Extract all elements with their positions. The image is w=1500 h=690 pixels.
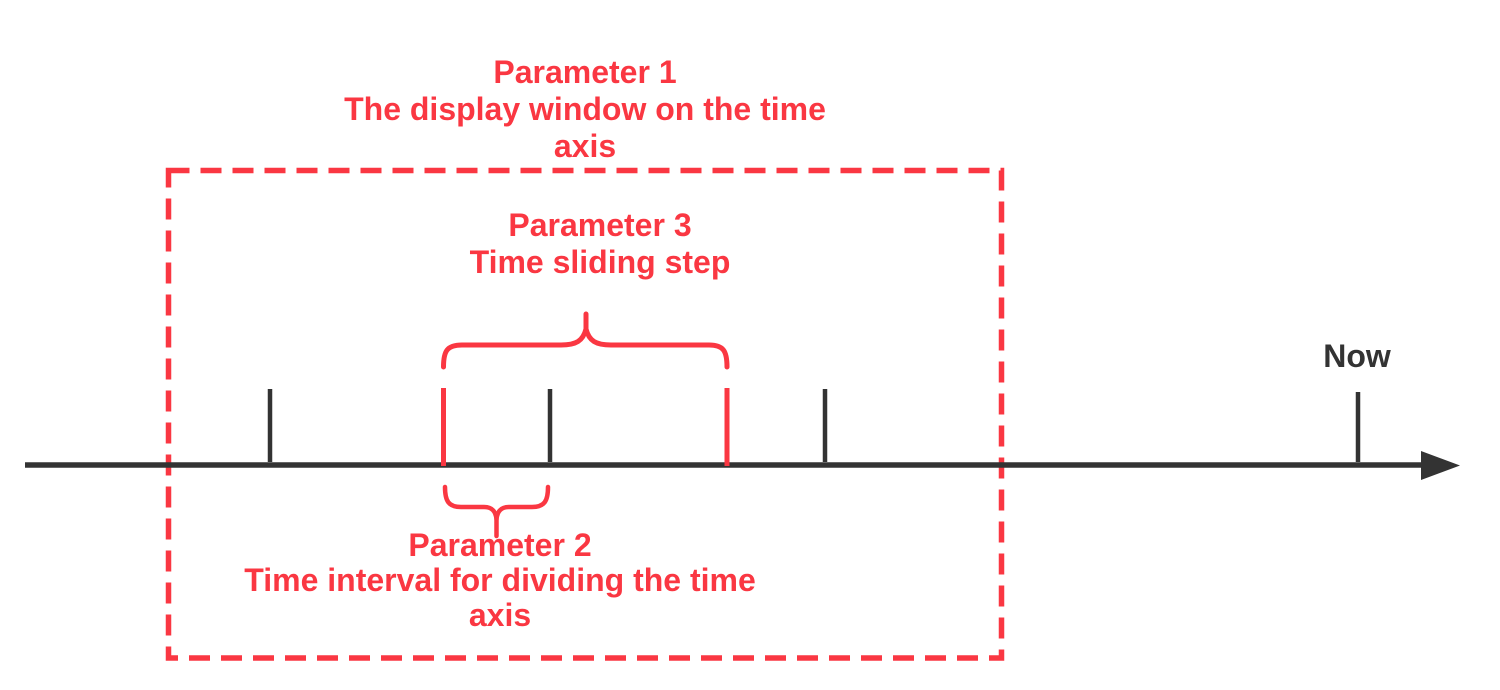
param2-brace — [442, 484, 551, 539]
param2-label-line2: Time interval for dividing the time — [244, 562, 756, 598]
param2-label: Parameter 2 Time interval for dividing t… — [150, 528, 850, 633]
param3-label-line2: Time sliding step — [469, 244, 731, 280]
now-label: Now — [1323, 338, 1391, 374]
param2-label-line1: Parameter 2 — [408, 527, 592, 563]
param2-label-line3: axis — [468, 597, 532, 633]
param3-brace — [441, 311, 730, 370]
param3-brace-curve — [441, 328, 730, 370]
param1-label: Parameter 1 The display window on the ti… — [235, 54, 935, 165]
param3-label-line1: Parameter 3 — [508, 207, 692, 243]
display-window-box — [165, 167, 1005, 661]
param1-label-line3: axis — [553, 128, 617, 164]
param1-label-line2: The display window on the time — [344, 91, 826, 127]
param2-brace-right — [494, 484, 551, 522]
param1-label-line1: Parameter 1 — [493, 54, 677, 90]
param3-label: Parameter 3 Time sliding step — [250, 207, 950, 281]
time-axis-arrowhead-icon — [1421, 451, 1460, 480]
